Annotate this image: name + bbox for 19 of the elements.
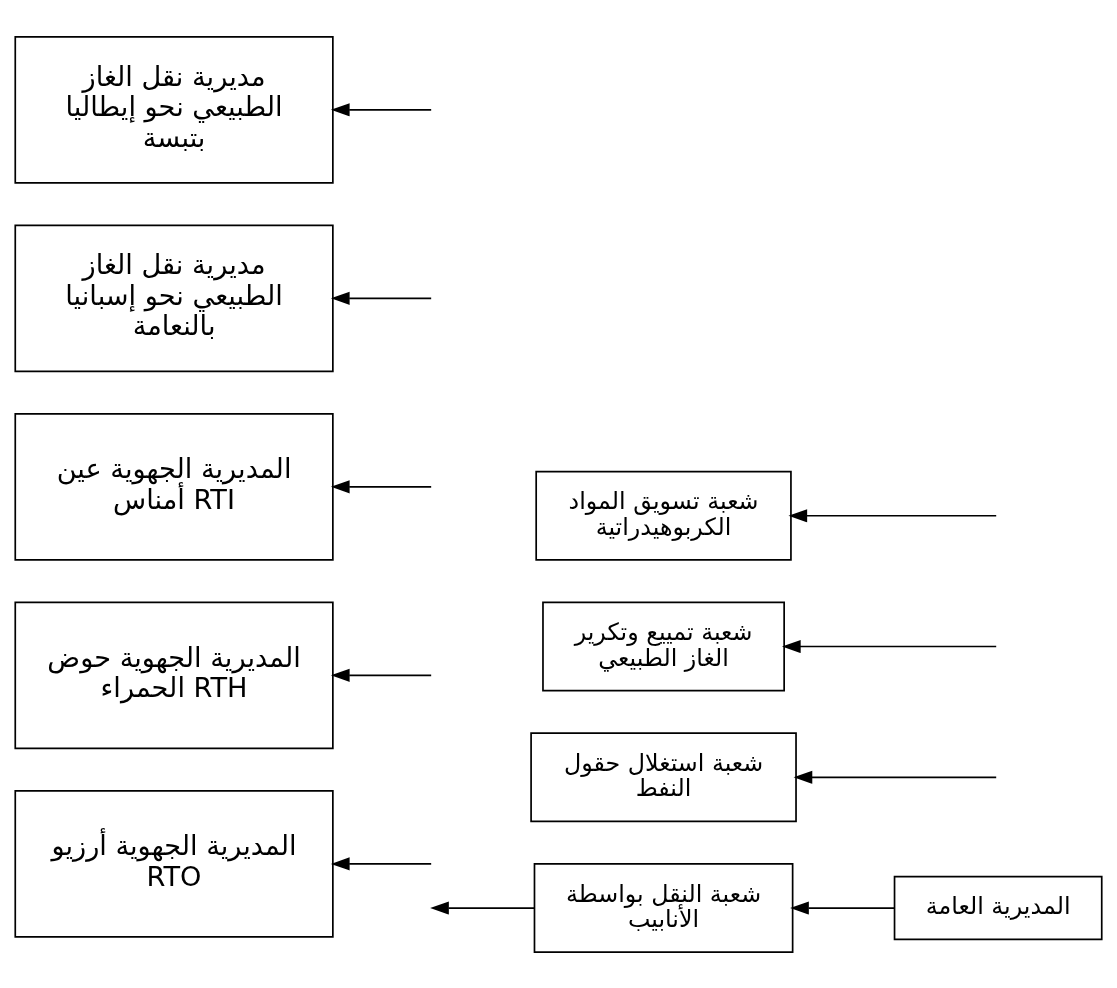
arrow	[790, 901, 896, 915]
node-box: شعبة تسويق المواد الكربوهيدراتية	[535, 470, 792, 561]
node-box: شعبة استغلال حقول النفط	[530, 731, 797, 822]
arrow	[330, 291, 433, 305]
node-box: شعبة النقل بواسطة الأنابيب	[533, 862, 794, 953]
node-box: شعبة تمييع وتكرير الغاز الطبيعي	[542, 601, 785, 691]
node-box: مديرية نقل الغاز الطبيعي نحو إسبانيا بالنعامة	[14, 223, 334, 372]
arrow	[430, 901, 536, 915]
arrow	[330, 856, 433, 870]
arrow	[781, 639, 998, 653]
node-box: المديرية العامة	[893, 875, 1103, 940]
arrow	[330, 668, 433, 682]
node-box: مديرية نقل الغاز الطبيعي نحو إيطاليا بتبسة	[14, 35, 334, 184]
arrow	[793, 770, 998, 784]
node-box: المديرية الجهوية عين أمناس RTI	[14, 412, 334, 561]
arrow	[330, 479, 433, 493]
arrow	[330, 102, 433, 116]
arrow	[788, 508, 998, 522]
node-box: المديرية الجهوية حوض الحمراء RTH	[14, 601, 334, 749]
